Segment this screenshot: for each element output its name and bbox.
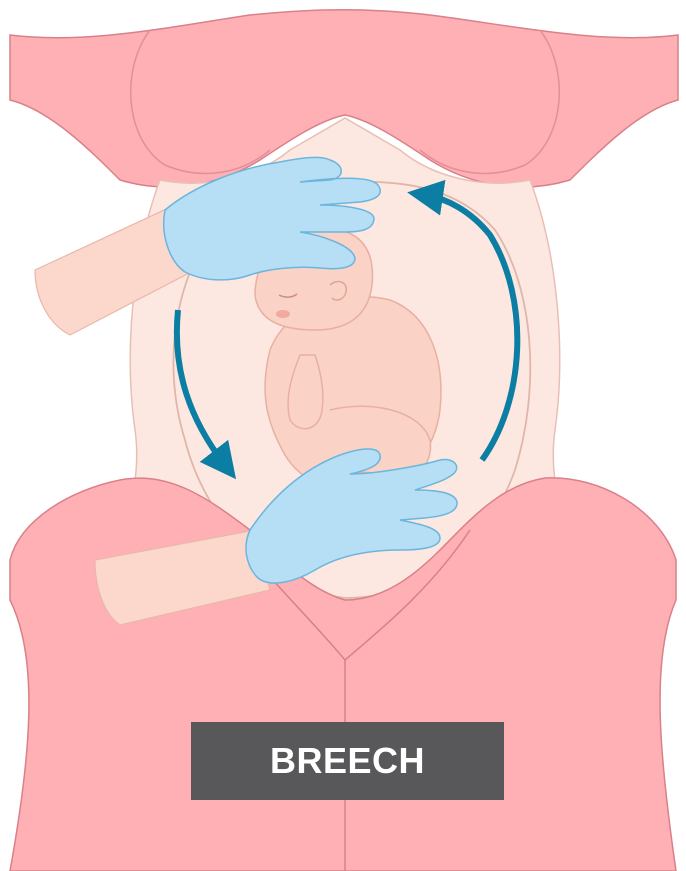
caption-text: BREECH	[270, 740, 425, 782]
caption-box: BREECH	[191, 722, 504, 800]
fetus-lips	[276, 310, 290, 318]
